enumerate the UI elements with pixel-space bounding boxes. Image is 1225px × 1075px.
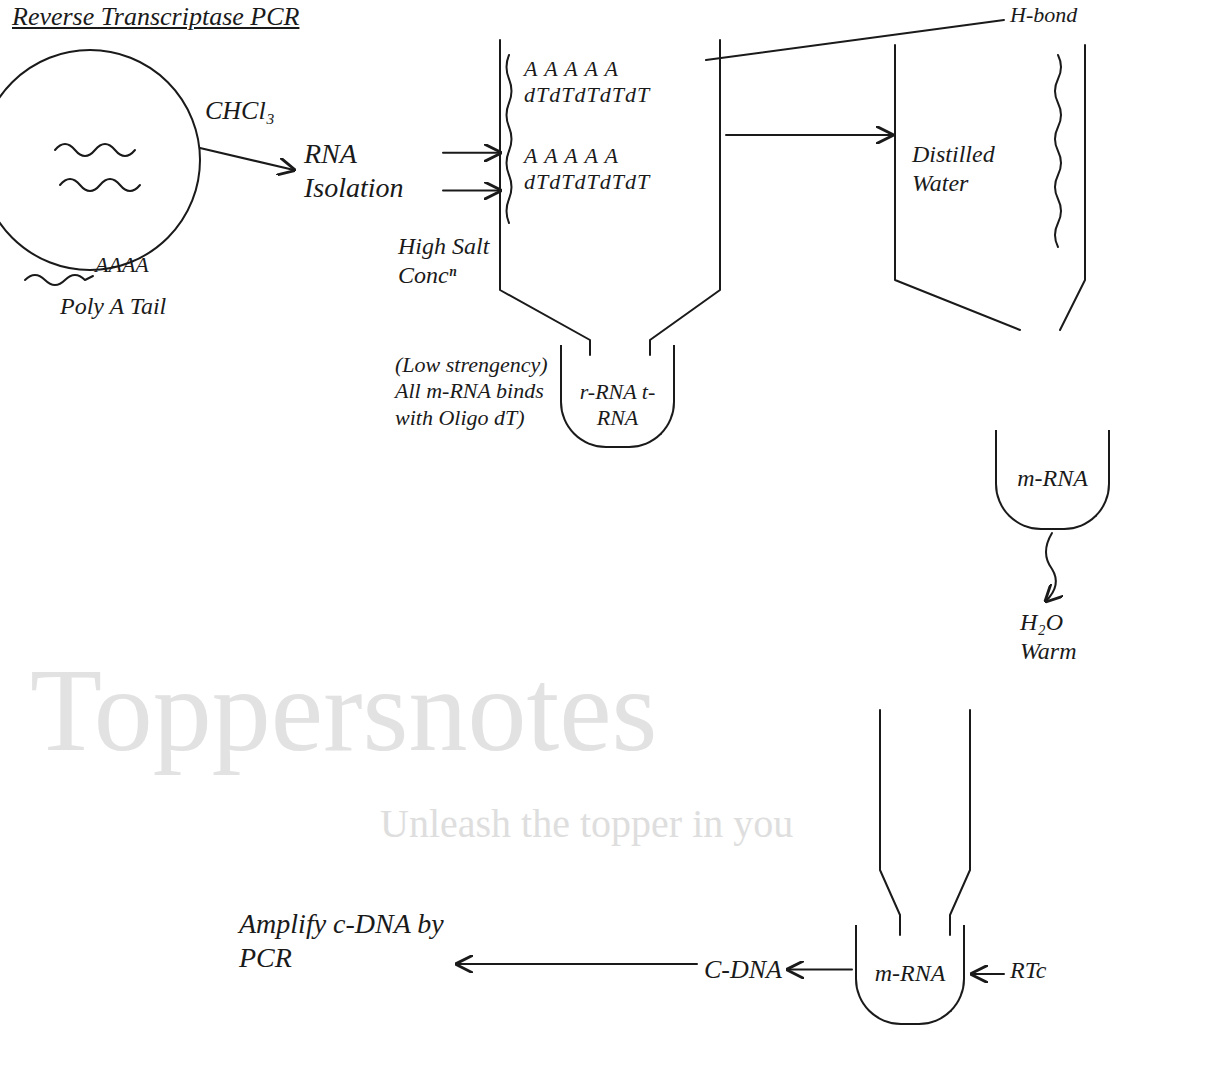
part-label: H-bond	[1010, 2, 1077, 28]
oligo-dt-column: A A A A AdTdTdTdTdTA A A A AdTdTdTdTdT	[502, 42, 718, 288]
process-arrow	[457, 963, 697, 965]
process-arrow	[726, 134, 892, 136]
collection-tube: m-RNA	[995, 430, 1110, 530]
condition-note: (Low strengency) All m-RNA binds with Ol…	[395, 352, 553, 431]
process-arrow	[1046, 533, 1056, 601]
column-tube	[1060, 45, 1085, 330]
column-tube	[650, 40, 720, 355]
node-text: A A A A A	[524, 56, 712, 82]
column-tube	[880, 710, 900, 935]
rna-strand	[507, 55, 512, 223]
collection-tube: m-RNA	[855, 925, 965, 1025]
reagent-label: CHCl₃	[205, 95, 275, 126]
leader-line	[706, 20, 1004, 60]
watermark: Toppersnotes	[30, 640, 658, 782]
step-text: C-DNA	[700, 952, 786, 987]
collection-tube: r-RNA t-RNA	[560, 345, 675, 448]
step-text: RNA Isolation	[300, 135, 440, 206]
reagent-label: H₂O Warm	[1020, 608, 1115, 666]
node-text: C-DNA	[704, 954, 782, 985]
node-text: dTdTdTdTdT	[524, 82, 712, 108]
step-text: Amplify c-DNA by PCR	[235, 905, 455, 976]
node-text: Amplify c-DNA by PCR	[239, 907, 451, 974]
rna-strand	[55, 144, 135, 156]
node-text: m-RNA	[1005, 464, 1100, 493]
watermark: Unleash the topper in you	[380, 800, 793, 848]
process-arrow	[200, 148, 294, 170]
enzyme-label: RTc	[1010, 956, 1046, 985]
node-text: dTdTdTdTdT	[524, 169, 712, 195]
column-tube	[950, 710, 970, 935]
process-arrow	[972, 973, 1004, 975]
condition-note: High Salt Concⁿ	[398, 232, 490, 290]
process-arrow	[443, 152, 500, 154]
reagent-label: Distilled Water	[912, 140, 1037, 198]
node-text: A A A A A	[524, 143, 712, 169]
part-label: Poly A Tail	[60, 292, 166, 321]
node-text: r-RNA t-RNA	[570, 379, 665, 432]
rna-strand	[1055, 55, 1061, 247]
node-text: m-RNA	[865, 959, 955, 988]
diagram-title: Reverse Transcriptase PCR	[12, 2, 299, 32]
process-arrow	[443, 190, 500, 192]
node-text: RNA Isolation	[304, 137, 436, 204]
mrna-strand	[25, 275, 93, 285]
cell-circle	[0, 50, 200, 270]
sequence-label: AAAA	[95, 252, 149, 278]
rna-strand	[60, 179, 140, 191]
process-arrow	[788, 969, 852, 971]
